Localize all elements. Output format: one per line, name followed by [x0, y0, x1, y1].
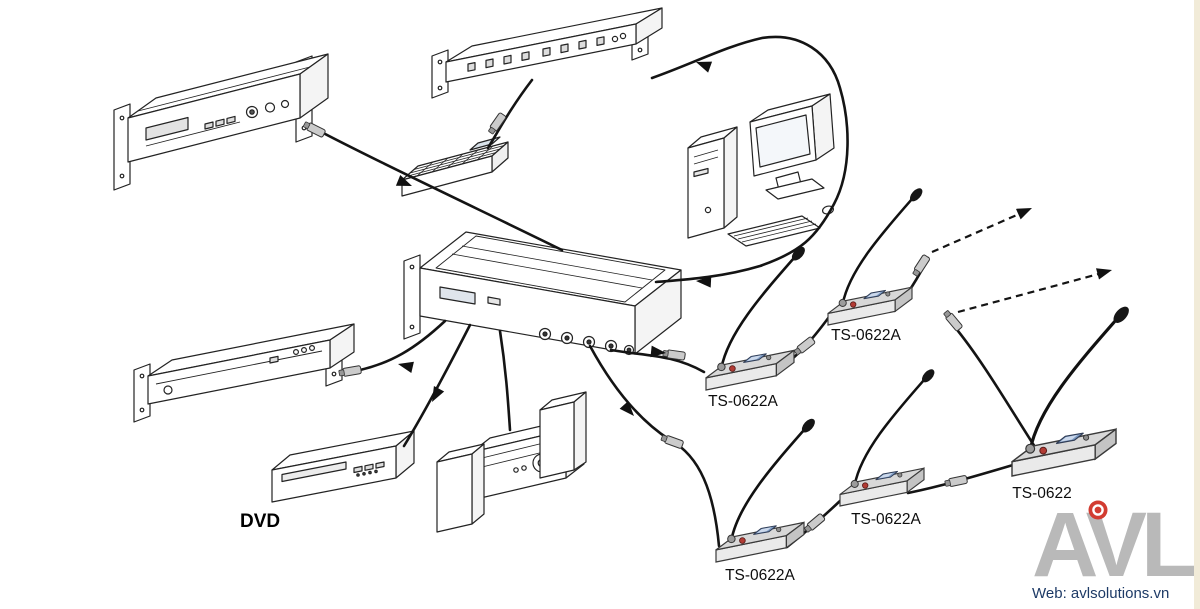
page-margin-strip [1194, 0, 1200, 609]
mic-label-3: TS-0622 [1012, 485, 1071, 502]
cable-keypad-to-controller [486, 78, 534, 150]
cable-return-loop [650, 35, 849, 284]
avl-logo: AVL Web: avlsolutions.vn [1032, 494, 1200, 602]
continuation-arrow [1015, 202, 1035, 220]
cable-connector [943, 474, 969, 489]
remote-keypad-icon [401, 136, 509, 197]
cable-connector [792, 335, 817, 357]
audio-player-rack-icon [113, 53, 329, 191]
speaker-left-icon [436, 443, 485, 533]
dashed-continue-chain2 [957, 270, 1107, 314]
dashed-continuations [931, 209, 1107, 314]
dvd-player-icon [271, 430, 415, 503]
mic-label-5: TS-0622A [725, 567, 795, 584]
delegate-mic-unit-4 [714, 415, 819, 564]
system-controller-rack-icon [431, 7, 663, 99]
cable-chain1-central-to-mic [609, 348, 706, 374]
cable-chain2-mic-to-continuation [952, 324, 1037, 449]
dashed-continue-chain1 [931, 209, 1027, 254]
cable-central-to-amplifier [498, 329, 512, 432]
logo-text: AVL [1032, 494, 1195, 596]
mic-label-1: TS-0622A [831, 327, 901, 344]
logo-dot-ring [1092, 504, 1104, 516]
central-conference-controller-icon [403, 231, 682, 356]
mic-label-2: TS-0622A [708, 393, 778, 410]
cable-connector [802, 512, 826, 534]
equalizer-rack-icon [133, 323, 355, 423]
speaker-right-icon [539, 391, 587, 479]
cable-chain2-central-to-mic [588, 344, 721, 548]
delegate-mic-unit-3 [838, 365, 939, 508]
mic-label-4: TS-0622A [851, 511, 921, 528]
delegate-mic-unit-1 [826, 184, 927, 327]
continuation-arrow [1096, 264, 1114, 280]
desktop-computer-icon [687, 93, 835, 247]
chairman-mic-unit [1010, 302, 1134, 478]
cable-connector [659, 433, 685, 450]
website-text: Web: avlsolutions.vn [1032, 585, 1169, 602]
cable-player-to-central [304, 122, 564, 252]
cable-connector [942, 308, 964, 332]
dvd-label: DVD [240, 511, 280, 532]
flow-arrow [396, 358, 414, 374]
cable-central-to-dvd [402, 323, 472, 448]
logo-dot [1088, 500, 1108, 520]
cable-central-to-equalizer [358, 319, 447, 372]
cables [304, 35, 1037, 549]
